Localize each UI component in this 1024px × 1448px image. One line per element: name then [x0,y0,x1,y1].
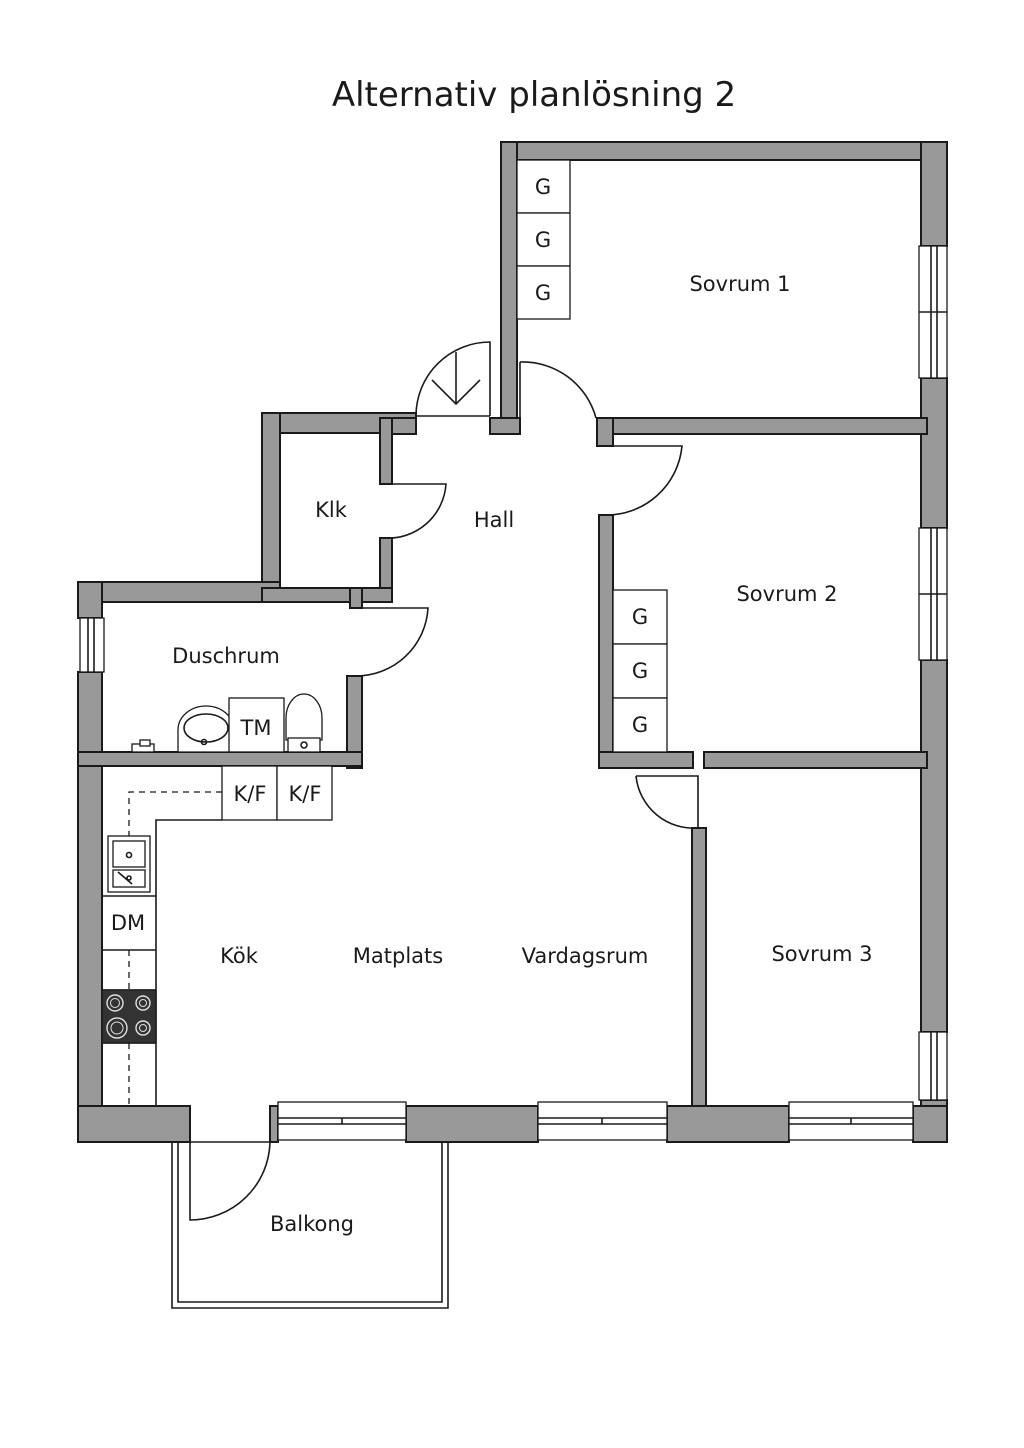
wall-dusch-top2 [261,587,363,603]
fridge-freezer-2 [276,765,333,821]
wall-s2-s3b [703,751,928,769]
wall-bottom-c [405,1105,539,1143]
kf-label: K/F [289,782,322,806]
wall-dusch-right [346,675,363,769]
room-labels: Sovrum 1 Sovrum 2 Sovrum 3 Hall Klk Dusc… [172,272,872,1236]
window-matplats [277,1101,407,1141]
wall-s3-left [691,827,707,1109]
wardrobes-sovrum1: G G G [516,159,571,320]
window-sovrum1 [918,245,948,379]
wardrobe-label: G [632,659,648,683]
entrance-door [415,341,491,417]
door-sovrum2 [604,445,683,516]
wall-top [500,141,948,161]
window-vardagsrum [537,1101,668,1141]
wall-s2-left [598,514,614,768]
door-sovrum1 [519,361,597,419]
wardrobe-label: G [535,175,551,199]
room-label-kok: Kök [220,944,259,968]
doors [189,341,699,1221]
bathroom-fixtures: TM [131,693,323,753]
wall-s1-s2 [596,417,928,435]
kf-label: K/F [234,782,267,806]
sink-icon [177,705,235,753]
wall-bottom-d [666,1105,790,1143]
room-label-klk: Klk [315,498,348,522]
wall-right-mid2 [920,659,948,1033]
wall-bottom-b [269,1105,279,1143]
window-sovrum3-side [918,1031,948,1101]
wardrobe-label: G [535,228,551,252]
washing-machine [228,697,285,753]
room-label-matplats: Matplats [353,944,443,968]
kitchen-sink-icon [107,835,151,893]
wardrobe-label: G [535,281,551,305]
plan-title: Alternativ planlösning 2 [332,75,736,115]
door-duschrum [355,607,429,677]
door-klk [383,483,447,539]
door-sovrum3 [635,775,699,829]
room-label-duschrum: Duschrum [172,644,280,668]
wall-dusch-bottom [77,751,363,767]
wall-s2-s3 [598,751,694,769]
wall-klk-left [261,412,281,601]
wardrobes-sovrum2: G G G [612,589,668,753]
wardrobe-label: G [632,605,648,629]
wall-right-mid1 [920,377,948,529]
room-label-vardagsrum: Vardagsrum [522,944,649,968]
tap-icon [131,739,155,753]
upper-cabinet-line [128,791,222,836]
fridge-freezer-1 [221,765,278,821]
room-label-sovrum2: Sovrum 2 [736,582,837,606]
room-label-balkong: Balkong [270,1212,354,1236]
wall-klk-right-top [379,417,393,485]
window-duschrum [79,617,105,673]
dm-label: DM [111,911,145,935]
kitchen-counter [155,819,222,1106]
room-label-hall: Hall [474,508,514,532]
window-sovrum2 [918,527,948,661]
balcony [171,1142,449,1309]
windows [79,245,948,1141]
wall-dusch-left [77,671,103,1143]
wall-bottom-a [77,1105,191,1143]
wall-left-upper [500,141,518,419]
wardrobe-label: G [632,713,648,737]
wall-s2-left-top [596,417,614,447]
stove-icon [101,989,157,1044]
window-sovrum3-bottom [788,1101,914,1141]
toilet-icon [285,693,323,753]
walls [77,141,948,1143]
wall-dusch-right-top [349,587,363,609]
door-balkong [189,1141,271,1221]
kitchen: K/F K/F DM [101,765,333,1106]
wall-hall-top-stub [489,417,521,435]
wall-dusch-left-top [77,581,103,619]
room-label-sovrum1: Sovrum 1 [689,272,790,296]
wall-dusch-top [77,581,281,603]
room-label-sovrum3: Sovrum 3 [771,942,872,966]
wall-right-upper [920,141,948,247]
wall-bottom-e [912,1105,948,1143]
tm-label: TM [240,716,272,740]
